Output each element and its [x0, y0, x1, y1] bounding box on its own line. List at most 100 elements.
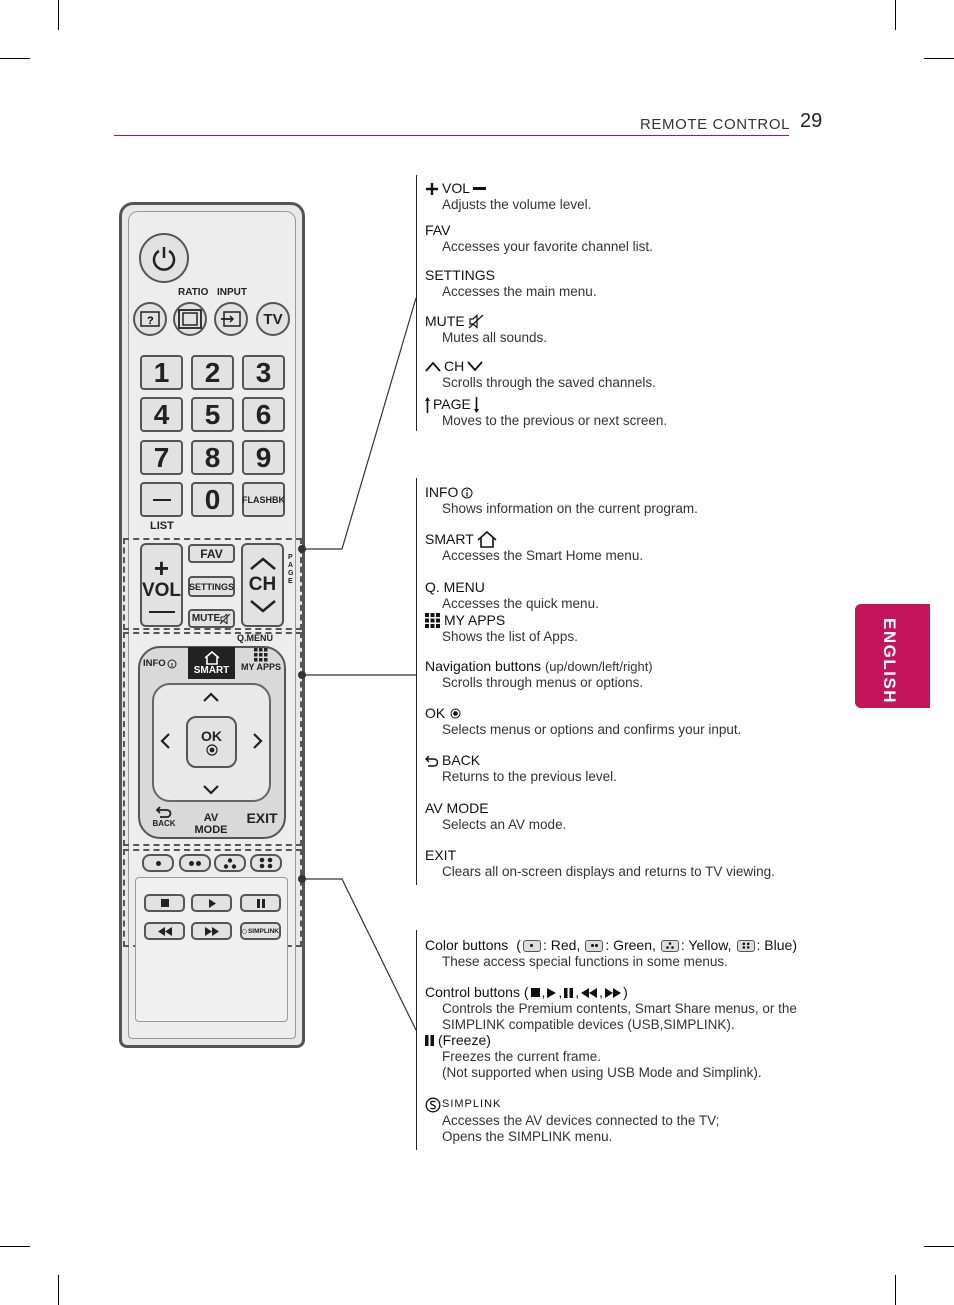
desc-text: These access special functions in some m…: [442, 954, 728, 969]
comma-sep: ,: [541, 984, 546, 1000]
play-icon: [208, 898, 216, 908]
list-label: LIST: [150, 520, 174, 532]
desc-term: INFO: [425, 484, 845, 501]
desc-text: Accesses the AV devices connected to the…: [442, 1113, 720, 1128]
desc-color-buttons: Color buttons ( : Red, : Green, : Yellow…: [425, 937, 855, 970]
digit-5-button: 5: [191, 397, 234, 432]
term-label: BACK: [442, 752, 481, 768]
crop-mark: [0, 58, 30, 59]
rewind-button: [144, 922, 185, 940]
exit-button: EXIT: [246, 810, 278, 826]
simplink-button: SIMPLINK: [240, 922, 281, 940]
simplink-wordmark: SIMPLINK: [442, 1098, 502, 1110]
pause-icon: [564, 987, 574, 998]
mute-icon: [220, 613, 231, 624]
term-label: Control buttons (: [425, 984, 529, 1000]
four-dots-icon: [259, 857, 273, 869]
green-button-icon: [585, 939, 604, 952]
smart-button: SMART: [188, 647, 235, 679]
digit-4-button: 4: [140, 397, 183, 432]
ratio-icon: [178, 309, 202, 329]
term-label: FAV: [425, 222, 451, 238]
group2-highlight: [123, 632, 302, 846]
red-button-icon: [522, 939, 541, 952]
term-label: CH: [444, 358, 465, 374]
desc-text: Adjusts the volume level.: [442, 197, 592, 212]
qmenu-label: Q.MENU: [237, 633, 273, 643]
language-tab: ENGLISH: [855, 604, 930, 708]
three-dots-icon: [223, 857, 237, 869]
desc-term: MUTE: [425, 313, 845, 330]
desc-settings: SETTINGS Accesses the main menu.: [425, 267, 845, 300]
rewind-icon: [157, 926, 172, 936]
back-arrow-icon: [425, 755, 438, 767]
smart-label: SMART: [193, 664, 230, 676]
digit-7-button: 7: [140, 440, 183, 475]
ch-label: CH: [248, 574, 277, 595]
page-number: 29: [800, 110, 823, 132]
desc-vol: VOL Adjusts the volume level.: [425, 180, 845, 213]
pause-button: [240, 894, 281, 912]
vol-rocker: + VOL: [140, 543, 183, 627]
home-icon: [477, 531, 497, 548]
crop-mark: [58, 0, 59, 30]
chevron-down-icon: [249, 600, 276, 613]
desc-text: Freezes the current frame.: [442, 1049, 602, 1064]
term-label: SETTINGS: [425, 267, 496, 283]
ch-rocker: CH: [241, 543, 284, 627]
desc-info: INFO Shows information on the current pr…: [425, 484, 845, 517]
myapps-button: MY APPS: [238, 648, 284, 678]
home-icon: [203, 650, 220, 665]
page-letters: PAGE: [288, 554, 294, 585]
term-label: Color buttons: [425, 937, 509, 953]
power-icon: [152, 247, 176, 271]
desc-ch: CH Scrolls through the saved channels.: [425, 358, 845, 391]
input-button: [214, 302, 248, 336]
term-label: (Freeze): [438, 1032, 491, 1048]
desc-smart: SMART Accesses the Smart Home menu.: [425, 531, 845, 564]
desc-term: OK: [425, 705, 845, 722]
simplink-logo-icon: [425, 1097, 441, 1112]
stop-icon: [160, 899, 169, 907]
desc-text: Scrolls through the saved channels.: [442, 375, 656, 390]
blue-button-icon: [736, 939, 755, 952]
desc-term: Navigation buttons (up/down/left/right): [425, 658, 845, 675]
info-icon: [461, 487, 473, 498]
term-label: SMART: [425, 531, 474, 547]
red-label: : Red,: [542, 937, 581, 953]
group3-bar: [416, 930, 417, 1150]
desc-text: Mutes all sounds.: [442, 330, 548, 345]
page-vertical-label: PAGE: [288, 554, 294, 586]
apps-grid-icon: [254, 648, 268, 662]
desc-text: Selects an AV mode.: [442, 817, 567, 832]
red-button: [142, 854, 174, 872]
term-label: AV MODE: [425, 800, 489, 816]
back-button: BACK: [146, 805, 182, 835]
desc-term: Color buttons ( : Red, : Green, : Yellow…: [425, 937, 855, 954]
arrow-right-icon: [253, 733, 263, 749]
header-rule: [114, 135, 789, 136]
yellow-button: [214, 854, 246, 872]
arrow-up-icon: [203, 692, 219, 702]
digit-0-button: 0: [191, 482, 234, 517]
help-button: ?: [133, 302, 167, 336]
term-label: MUTE: [425, 313, 465, 329]
term-label: PAGE: [433, 396, 471, 412]
paren-open: (: [516, 937, 521, 953]
minus-icon: [148, 611, 175, 613]
desc-term: CH: [425, 358, 845, 375]
green-label: : Green,: [605, 937, 656, 953]
comma-sep: ,: [599, 984, 604, 1000]
term-label: OK: [425, 705, 446, 721]
desc-text: (Not supported when using USB Mode and S…: [442, 1065, 762, 1080]
ok-button: OK: [186, 716, 237, 768]
plus-icon: [426, 182, 438, 195]
digit-8-button: 8: [191, 440, 234, 475]
term-label: INFO: [425, 484, 459, 500]
page-down-icon: [473, 396, 479, 413]
desc-text: Moves to the previous or next screen.: [442, 413, 668, 428]
desc-term: SMART: [425, 531, 845, 548]
green-button: [179, 854, 211, 872]
section-title: REMOTE CONTROL: [640, 116, 791, 133]
desc-term: MY APPS: [425, 612, 845, 629]
